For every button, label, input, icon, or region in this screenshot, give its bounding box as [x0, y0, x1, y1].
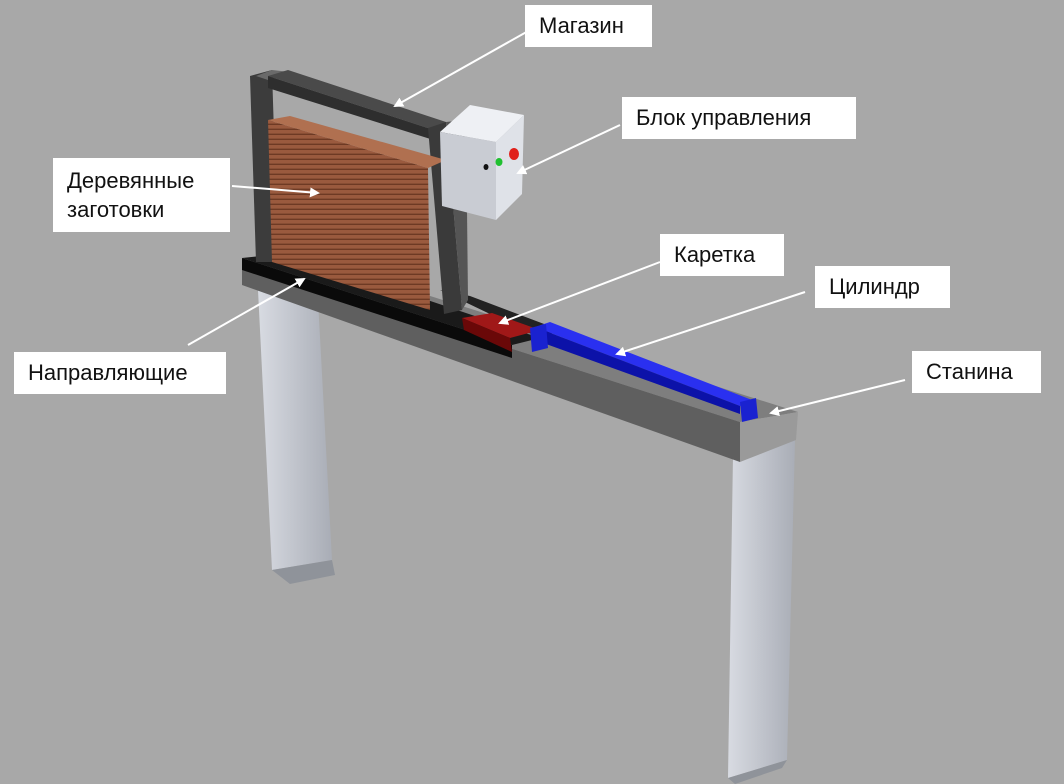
arrow-cylinder	[615, 291, 806, 357]
arrow-frame	[769, 379, 906, 416]
black-switch-icon	[483, 164, 489, 170]
cylinder	[530, 322, 758, 422]
control-unit	[440, 105, 524, 220]
arrow-wooden-blanks	[231, 185, 320, 198]
label-wooden-blanks: Деревянные заготовки	[53, 158, 230, 232]
carriage	[462, 313, 540, 352]
red-indicator-icon	[509, 148, 519, 160]
arrow-carriage	[498, 261, 661, 325]
arrow-magazin	[393, 29, 531, 107]
label-carriage: Каретка	[660, 234, 784, 276]
label-cylinder: Цилиндр	[815, 266, 950, 308]
label-frame: Станина	[912, 351, 1041, 393]
label-frame-text: Станина	[926, 359, 1013, 384]
frame-leg-right	[728, 440, 795, 784]
label-control-unit-text: Блок управления	[636, 105, 812, 130]
label-control-unit: Блок управления	[622, 97, 856, 139]
label-magazin-text: Магазин	[539, 13, 624, 38]
label-guides-text: Направляющие	[28, 360, 188, 385]
label-guides: Направляющие	[14, 352, 226, 394]
label-wooden-blanks-line2: заготовки	[67, 197, 165, 222]
frame-leg-left	[258, 290, 335, 584]
label-carriage-text: Каретка	[674, 242, 756, 267]
green-indicator-icon	[495, 158, 503, 166]
arrow-control-unit	[516, 124, 621, 175]
callout-arrows	[187, 29, 906, 416]
arrow-guides	[187, 278, 306, 346]
label-cylinder-text: Цилиндр	[829, 274, 920, 299]
label-wooden-blanks-line1: Деревянные	[67, 168, 195, 193]
label-magazin: Магазин	[525, 5, 652, 47]
wooden-blanks	[268, 116, 446, 310]
